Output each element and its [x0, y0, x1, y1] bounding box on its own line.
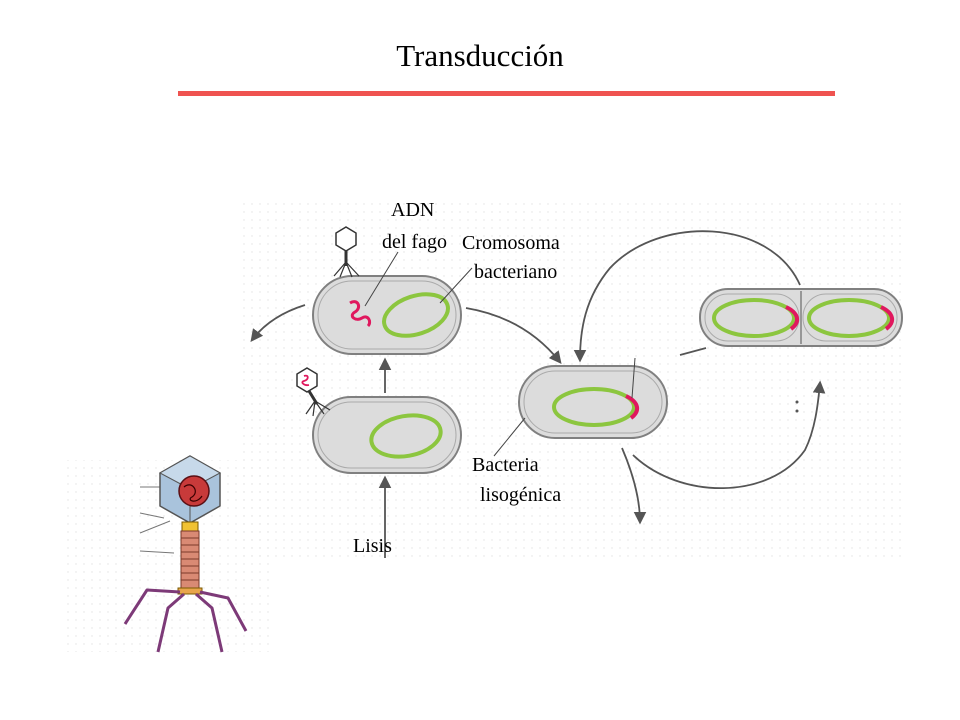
- prophage-segment: [625, 394, 640, 420]
- label-lysogenic-2: lisogénica: [480, 484, 561, 506]
- bacterial-chromosome: [382, 292, 450, 338]
- bacterial-chromosome: [712, 298, 796, 338]
- arrow-to-left: [250, 304, 306, 343]
- prophage-segment: [785, 305, 800, 331]
- label-lysogenic-1: Bacteria: [472, 454, 539, 476]
- bacterium-cell-lysis: [312, 396, 462, 474]
- arrow-to-lysogenic: [465, 307, 562, 364]
- label-phage-dna-1: ADN: [391, 199, 434, 221]
- small-phage-bottom: [296, 367, 331, 417]
- label-lysis: Lisis: [353, 535, 392, 557]
- phage-dna-strand: [349, 300, 372, 328]
- label-chromosome-2: bacteriano: [474, 261, 557, 283]
- arrow-to-right: [632, 380, 826, 489]
- slide-title: Transducción: [396, 38, 564, 73]
- bacterial-chromosome: [369, 413, 443, 459]
- small-phage-top: [333, 226, 360, 278]
- diagram-labels: ADN del fago Cromosoma bacteriano Bacter…: [353, 199, 561, 557]
- arrow-to-dividing: [679, 347, 707, 356]
- leader-phage-dna: [364, 251, 399, 307]
- lysogenic-bacterium-cell: [518, 365, 668, 439]
- leader-prophage: [631, 357, 636, 399]
- arrow-division-loop: [573, 230, 801, 363]
- cycle-arrows: [250, 230, 826, 558]
- title-underline: [178, 91, 835, 96]
- phage-dna-inside: [178, 475, 210, 507]
- dividing-bacteria-cells: [699, 288, 903, 347]
- label-phage-dna-2: del fago: [382, 231, 447, 253]
- leader-chromosome: [439, 267, 473, 304]
- bacteriophage-illustration: [123, 455, 248, 653]
- label-chromosome-1: Cromosoma: [462, 232, 560, 254]
- arrow-down-right: [621, 447, 647, 525]
- bacterial-chromosome: [552, 387, 636, 427]
- bacterial-chromosome: [807, 298, 891, 338]
- leader-lysogenic: [493, 417, 526, 457]
- prophage-segment: [880, 305, 895, 331]
- infected-bacterium-cell: [312, 275, 462, 355]
